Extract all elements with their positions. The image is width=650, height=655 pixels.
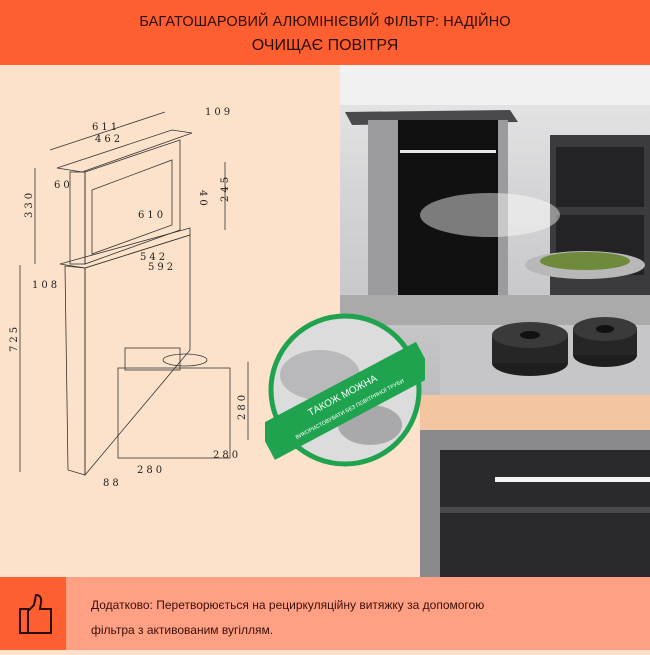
dim-40: 40 [197,190,208,209]
headline-line-1: БАГАТОШАРОВИЙ АЛЮМІНІЄВИЙ ФІЛЬТР: НАДІЙН… [139,14,511,30]
dim-611: 611 [92,122,120,133]
hood-photo-illustration [340,65,650,395]
dim-610: 610 [138,210,166,221]
dim-280-depth: 280 [213,450,241,461]
thumbs-up-icon [0,577,66,650]
cabinet-photo [420,395,650,578]
footer-note: Додатково: Перетворюється на рециркуляці… [0,577,650,650]
headline-line-2: ОЧИЩАЄ ПОВІТРЯ [251,37,399,54]
hood-product-photo [340,65,650,395]
dim-280-width: 280 [137,465,165,476]
dim-108: 108 [32,280,60,291]
dim-330: 330 [24,190,35,218]
dim-542: 542 [140,252,168,263]
dim-462: 462 [95,134,123,145]
dim-592: 592 [148,262,176,273]
footer-line-1: Додатково: Перетворюється на рециркуляці… [91,598,485,612]
header-banner: БАГАТОШАРОВИЙ АЛЮМІНІЄВИЙ ФІЛЬТР: НАДІЙН… [0,0,650,65]
duct-badge: ТАКОЖ МОЖНА ВИКОРИСТОВУВАТИ БЕЗ ПОВІТРЯН… [265,313,425,467]
dim-245: 245 [220,174,231,202]
dim-88: 88 [103,478,122,489]
dim-280-height: 280 [237,392,248,420]
cabinet-illustration [420,430,650,578]
dimension-drawing: 611 462 109 60 330 245 40 610 542 592 10… [9,107,249,489]
footer-line-2: фільтра з активованим вугіллям. [91,623,274,637]
dim-109: 109 [205,107,233,118]
dim-60: 60 [54,180,73,191]
dim-725: 725 [9,324,20,352]
